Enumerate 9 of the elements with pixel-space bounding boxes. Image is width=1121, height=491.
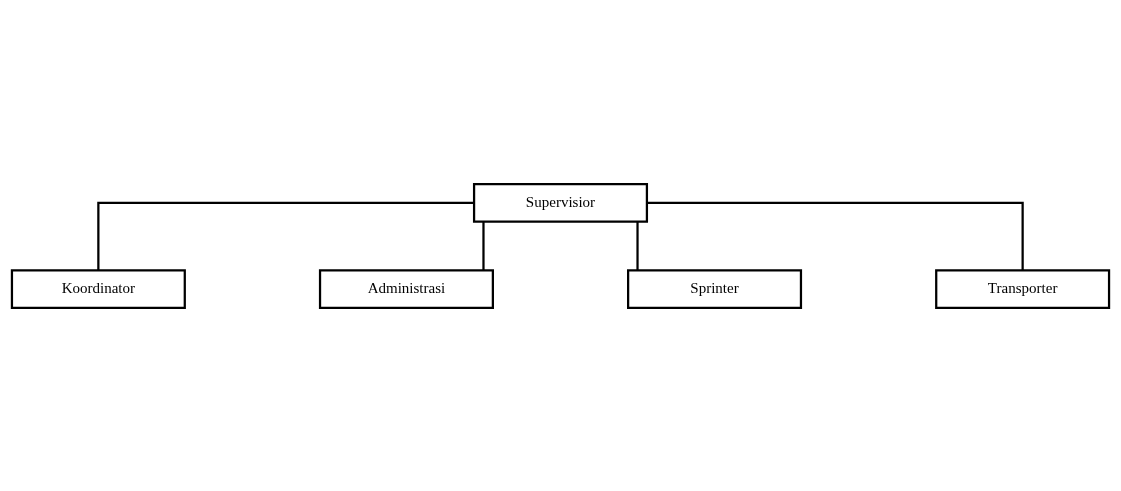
node-box: Sprinter <box>627 268 803 309</box>
node-box: Koordinator <box>10 268 186 309</box>
node-box: Transporter <box>935 268 1111 309</box>
connector <box>636 221 639 270</box>
connector <box>97 201 474 270</box>
node-box: Supervisior <box>472 182 649 223</box>
connector <box>647 201 1024 270</box>
connector <box>482 221 485 270</box>
node-box: Administrasi <box>318 268 494 309</box>
